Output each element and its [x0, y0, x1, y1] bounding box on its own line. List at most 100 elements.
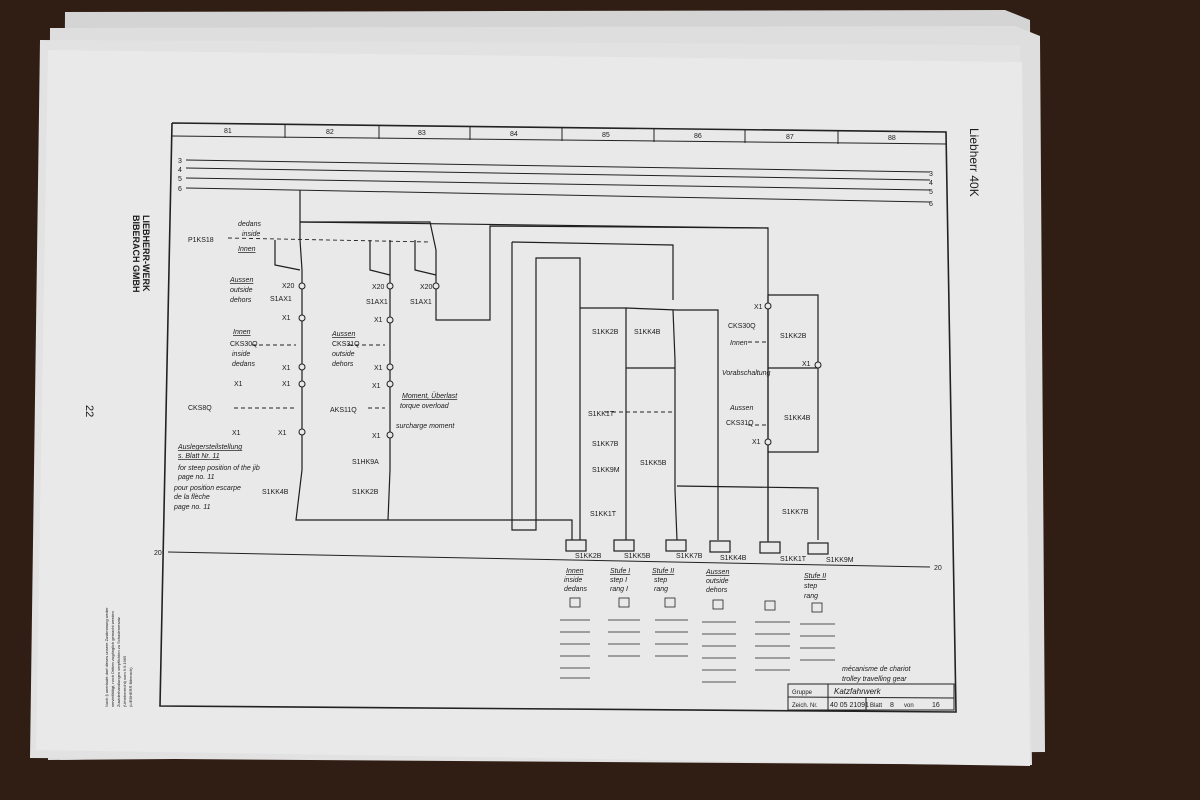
label-innen-2: Innen: [233, 329, 251, 336]
label-p1ks18: P1KS18: [188, 237, 214, 244]
label-torque: torque overload: [400, 403, 450, 410]
label-escarpe-3: page no. 11: [173, 504, 211, 511]
coil-s1kk7b: [665, 539, 687, 552]
description-fr: mécanisme de chariot: [842, 666, 912, 673]
label-cks31q: CKS31Q: [726, 420, 754, 427]
coil-s1kk2b: [565, 539, 587, 552]
label-s1kk7b: S1KK7B: [592, 441, 619, 448]
column-numbers: 81 82 83 84 85 86 87 88: [224, 128, 896, 142]
coil-desc: dehors: [706, 587, 728, 594]
rail-label: 4: [178, 167, 182, 174]
label-steep-1: for steep position of the jib: [178, 465, 260, 472]
coil-desc: rang I: [610, 586, 628, 593]
copyright-line: Nach § unerlaubt darf dieses unsere Zust…: [104, 607, 109, 707]
column-number: 84: [510, 131, 518, 138]
label-s1ax1: S1AX1: [410, 299, 432, 306]
label-surcharge: surcharge moment: [396, 423, 455, 430]
column-number: 81: [224, 128, 232, 135]
contact-table: [800, 602, 835, 661]
relay-coils: [565, 539, 829, 555]
column-number: 82: [326, 129, 334, 136]
rail-label: 3: [929, 171, 933, 178]
label-s1kk1t: S1KK1T: [590, 511, 617, 518]
coil-s1kk9m: [807, 542, 829, 555]
coil-label: S1KK5B: [624, 553, 651, 560]
copyright-line: (Urheberrecht) vom 9.9.1965: [122, 655, 127, 707]
label-cks30q: CKS30Q: [728, 323, 756, 330]
label-x1: X1: [282, 381, 291, 388]
column-number: 86: [694, 133, 702, 140]
terminals: [298, 282, 822, 446]
label-s1kk4b: S1KK4B: [262, 489, 289, 496]
copyright-line: Zuwiderhandlungen verpflichten zu Schade…: [116, 617, 121, 707]
column-dividers: [284, 124, 839, 144]
drawing-description: mécanisme de chariot trolley travelling …: [842, 666, 912, 683]
rail-label: 6: [929, 201, 933, 208]
rail-label: 5: [178, 176, 182, 183]
label-x1: X1: [232, 430, 241, 437]
label-dedans-2: dedans: [232, 361, 255, 368]
margin-page-number: 22: [83, 405, 95, 417]
coil-desc: Aussen: [705, 569, 729, 576]
middle-block-labels: S1AX1 S1AX1 X20 X20 X1 Aussen CKS31Q out…: [330, 284, 458, 496]
copyright-notice: Nach § unerlaubt darf dieses unsere Zust…: [104, 607, 133, 707]
label-outside: outside: [230, 287, 253, 294]
label-escarpe-1: pour position escarpe: [173, 485, 241, 492]
label-aussen: Aussen: [229, 277, 253, 284]
von-label: von: [904, 703, 914, 709]
coil-label: S1KK7B: [676, 553, 703, 560]
coil-label: S1KK4B: [720, 555, 747, 562]
label-x1: X1: [282, 365, 291, 372]
contact-table: [702, 599, 736, 683]
label-inside-2: inside: [232, 351, 250, 358]
label-s1kk1t: S1KK1T: [588, 411, 615, 418]
label-inside: inside: [242, 231, 260, 238]
label-s1hk9a: S1HK9A: [352, 459, 379, 466]
label-x1: X1: [282, 315, 291, 322]
label-x20: X20: [420, 284, 433, 291]
label-dehors-2: dehors: [332, 361, 354, 368]
rail-label: 4: [929, 180, 933, 187]
copyright-line: vervielfältigt, noch Dritten zugänglich …: [110, 611, 115, 707]
contact-table: [655, 597, 688, 657]
label-cks8q: CKS8Q: [188, 405, 212, 412]
gruppe-value: Katzfahrwerk: [834, 687, 882, 696]
coil-desc: step: [804, 583, 817, 590]
copyright-line: (LIEBHERR Biberach): [128, 667, 133, 707]
coil-desc: Stufe II: [804, 573, 826, 580]
label-x1: X1: [754, 304, 763, 311]
coil-label: S1KK1T: [780, 556, 807, 563]
label-s1kk5b: S1KK5B: [640, 460, 667, 467]
coil-label: S1KK9M: [826, 557, 854, 564]
column-number: 88: [888, 135, 896, 142]
coil-s1kk4b: [709, 540, 731, 553]
contact-table: [755, 600, 790, 671]
label-ak81q: AKS11Q: [330, 407, 357, 414]
zeich-label: Zeich. Nr.: [792, 703, 818, 709]
left-block-labels: P1KS18 dedans inside Innen Aussen outsid…: [173, 221, 295, 511]
label-x1: X1: [372, 433, 381, 440]
rail-labels: 3 4 5 6 3 4 5 6: [178, 158, 933, 208]
label-escarpe-2: de la flèche: [174, 494, 210, 501]
gruppe-label: Gruppe: [792, 690, 813, 696]
zeich-value: 40 05 21091: [830, 702, 869, 709]
rail-label: 5: [929, 189, 933, 196]
contact-table: [560, 597, 590, 679]
rail-label: 20: [934, 565, 942, 572]
label-blatt11: s. Blatt Nr. 11: [178, 453, 220, 460]
coil-s1kk1t: [759, 541, 781, 554]
label-x1: X1: [278, 430, 287, 437]
contact-table: [608, 597, 640, 657]
company-line-1: LIEBHERR-WERK: [141, 215, 151, 292]
label-s1kk4b: S1KK4B: [784, 415, 811, 422]
company-stamp: LIEBHERR-WERK BIBERACH GMBH: [131, 215, 151, 293]
coil-desc: inside: [564, 577, 582, 584]
label-x1: X1: [374, 365, 383, 372]
label-s1ax1: S1AX1: [366, 299, 388, 306]
coil-s1kk5b: [613, 539, 635, 552]
label-x20: X20: [372, 284, 385, 291]
paper-sheet-main: [36, 50, 1030, 766]
label-outside-2: outside: [332, 351, 355, 358]
label-s1kk9m: S1KK9M: [592, 467, 620, 474]
label-vorab: Vorabschaltung: [722, 370, 770, 377]
